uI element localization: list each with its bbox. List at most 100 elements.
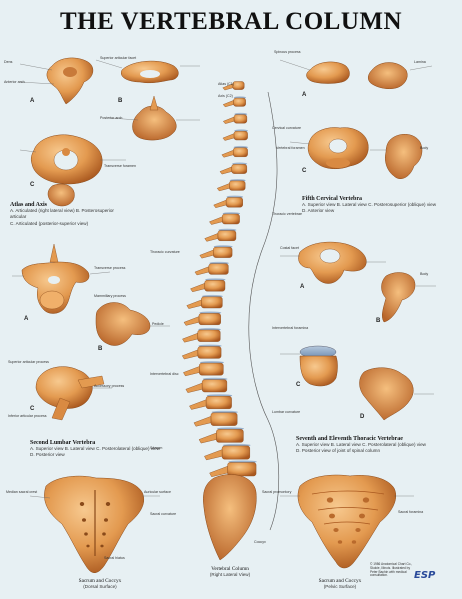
label-atlas: Atlas (C1) [218, 82, 234, 86]
label-transverse-foramen: Transverse foramen [104, 164, 137, 168]
spinous-process [222, 133, 235, 141]
spinous-process [190, 283, 205, 293]
caption-sacrum-dorsal: Sacrum and Coccyx (Dorsal Surface) [60, 578, 140, 590]
letter-c-c5: C [302, 168, 307, 174]
label-thoracic-vertebrae: Thoracic vertebrae [272, 212, 302, 216]
vertebral-column [181, 81, 257, 561]
spinous-process [216, 183, 230, 192]
logo-text: ESP [414, 570, 436, 581]
spinous-process [199, 249, 214, 259]
vertebral-body [225, 197, 243, 208]
sacrum-dorsal-group [44, 475, 144, 573]
leader-lines [12, 59, 436, 499]
label-inferior-articular-process: Inferior articular process [8, 414, 47, 418]
letter-d-t: D [360, 414, 365, 420]
vertebral-body [222, 213, 240, 225]
vertebral-body [233, 147, 248, 157]
spinous-process [213, 199, 227, 208]
label-cervical-curvature: Cervical curvature [272, 126, 301, 130]
fifth-cervical-group [306, 61, 423, 179]
spinous-process [219, 166, 232, 175]
label-coccyx: Coccyx [254, 540, 266, 544]
label-transverse-process-l2: Transverse process [94, 266, 126, 270]
caption-second-lumbar: Second Lumbar Vertebra A. Superior view … [30, 440, 170, 459]
spinous-process [182, 332, 198, 343]
caption-fifth-cervical-line1: A. Superior view B. Lateral view C. Post… [302, 202, 437, 208]
vertebral-body [213, 246, 233, 258]
label-accessory-process: Accessory process [94, 384, 125, 388]
label-superior-articular-process: Superior articular process [8, 360, 49, 364]
letter-a-c5: A [302, 92, 307, 98]
vertebral-body [210, 412, 238, 426]
vertebral-body [205, 396, 232, 410]
caption-fifth-cervical-heading: Fifth Cervical Vertebra [302, 196, 362, 202]
curvature-line [248, 91, 280, 531]
letter-a-l2: A [24, 316, 29, 322]
spinous-process [209, 465, 228, 477]
caption-thoracic: Seventh and Eleventh Thoracic Vertebrae … [296, 436, 456, 455]
spinous-process [194, 266, 209, 276]
caption-fifth-cervical-line2: D. Anterior view [302, 208, 335, 214]
label-auricular-surface: Auricular surface [144, 490, 171, 494]
label-intervertebral-disc: Intervertebral disc [150, 372, 179, 376]
caption-vertebral-column-heading: Vertebral Column [211, 566, 249, 572]
caption-sacrum-dorsal-heading: Sacrum and Coccyx [78, 578, 122, 584]
letter-b-t: B [376, 318, 381, 324]
column-sacrum [203, 474, 257, 561]
label-median-sacral-crest: Median sacral crest [6, 490, 38, 494]
letter-a-t: A [300, 284, 305, 290]
spinous-process [222, 100, 234, 108]
vertebral-body [197, 329, 221, 342]
label-dens: Dens [4, 60, 13, 64]
label-sacral-hiatus: Sacral hiatus [104, 556, 125, 560]
spinous-process [189, 399, 207, 410]
caption-atlas-axis-line2: C. Articulated (posterior-superior view) [10, 220, 89, 226]
spinous-process [181, 349, 199, 360]
label-sacral-curvature: Sacral curvature [150, 512, 177, 516]
caption-atlas-axis-heading: Atlas and Axis [10, 202, 48, 208]
second-lumbar-group [21, 243, 151, 421]
caption-sacrum-dorsal-sub: (Dorsal Surface) [83, 584, 117, 590]
caption-thoracic-heading: Seventh and Eleventh Thoracic Vertebrae [296, 436, 403, 442]
copyright-text: © 1986 Anatomical Chart Co., Skokie, Ill… [370, 562, 413, 578]
vertebral-body [208, 263, 229, 275]
label-thoracic-curvature: Thoracic curvature [150, 250, 180, 254]
caption-sacrum-pelvic-heading: Sacrum and Coccyx [318, 578, 362, 584]
label-sacral-promontory: Sacral promontory [262, 490, 292, 494]
caption-atlas-axis-line1: A. Articulated (right lateral view) B. P… [10, 208, 114, 220]
spinous-process [185, 382, 203, 393]
caption-second-lumbar-heading: Second Lumbar Vertebra [30, 440, 96, 446]
label-lumbar-curvature: Lumbar curvature [272, 410, 301, 414]
caption-thoracic-line1: A. Superior view B. Lateral view C. Post… [296, 442, 426, 448]
thoracic-group [298, 241, 416, 421]
spinous-process [193, 416, 212, 427]
caption-sacrum-pelvic: Sacrum and Coccyx (Pelvic Surface) [300, 578, 380, 590]
letter-c-t: C [296, 382, 301, 388]
label-axis: Axis (C2) [218, 94, 233, 98]
vertebral-body [198, 313, 221, 326]
label-pedicle-l2: Pedicle [152, 322, 164, 326]
spinous-process [204, 233, 219, 242]
label-lamina-c5: Lamina [414, 60, 426, 64]
caption-second-lumbar-line2: D. Posterior view [30, 452, 65, 458]
vertebral-body [216, 429, 244, 443]
caption-second-lumbar-line1: A. Superior view B. Lateral view C. Post… [30, 446, 160, 452]
vertebral-body [201, 296, 223, 309]
label-sacrum: Sacrum [150, 446, 163, 450]
label-mammillary-process: Mammillary process [94, 294, 126, 298]
spinous-process [183, 366, 200, 377]
letter-a: A [30, 98, 35, 104]
label-sacral-foramina: Sacral foramina [398, 510, 424, 514]
vertebral-body [217, 230, 237, 242]
caption-vertebral-column: Vertebral Column (Right Lateral View) [190, 566, 270, 578]
spinous-process [198, 432, 217, 444]
label-body-t: Body [420, 272, 429, 276]
sacrum-pelvic-group [297, 474, 396, 569]
vertebral-body [229, 180, 246, 191]
page-title: THE VERTEBRAL COLUMN [59, 8, 403, 35]
label-spinous-process-c5: Spinous process [274, 50, 301, 54]
vertebral-body [199, 362, 224, 376]
vertebral-body [204, 280, 226, 292]
